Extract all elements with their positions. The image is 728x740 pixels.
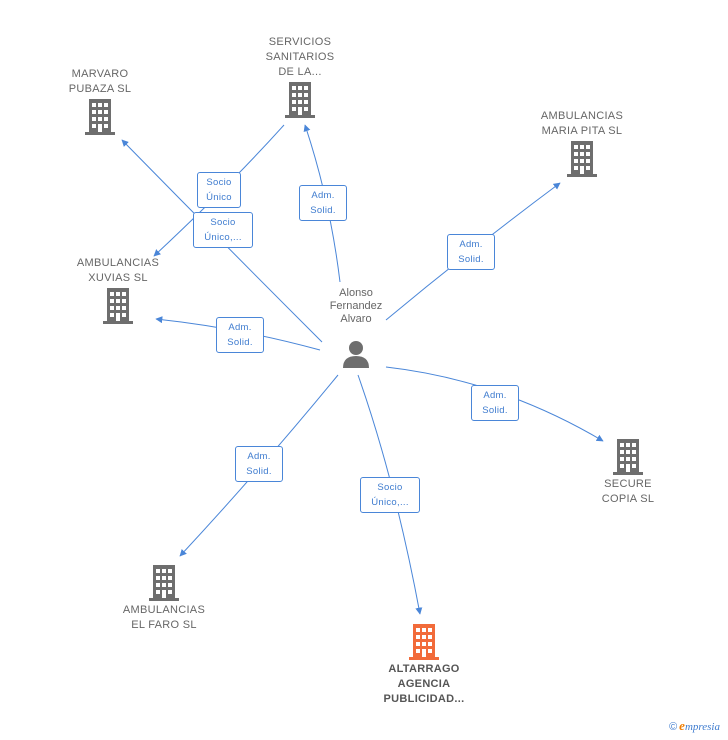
relation-label-line2: Solid. [310, 205, 336, 216]
company-name-line2: EL FARO SL [131, 619, 197, 631]
company-name-line1: SERVICIOS [268, 36, 332, 48]
company-name-line2: SANITARIOS [265, 51, 335, 63]
company-name-line1: MARVARO [71, 68, 129, 80]
company-name-line1: AMBULANCIAS [540, 110, 624, 122]
relation-label-line1: Adm. [311, 190, 335, 201]
relation-label-line1: Adm. [228, 322, 252, 333]
relation-badge-socio-unico-altarrago[interactable]: Socio Único,... [360, 477, 420, 513]
relation-label-line2: Solid. [482, 405, 508, 416]
company-name-line3: DE LA... [278, 66, 322, 78]
person-node[interactable]: Alonso Fernandez Alvaro [316, 287, 396, 370]
relation-label-line2: Único,... [371, 497, 409, 508]
brand-footer[interactable]: ©empresia [669, 718, 720, 734]
building-icon [567, 141, 597, 177]
company-name-line2: AGENCIA [397, 678, 451, 690]
person-name-line3: Alvaro [340, 313, 372, 325]
company-altarrago-focus[interactable]: ALTARRAGO AGENCIA PUBLICIDAD... [364, 622, 484, 707]
building-icon [103, 288, 133, 324]
person-icon [343, 341, 369, 368]
building-icon [285, 82, 315, 118]
company-name-line2: COPIA SL [601, 493, 655, 505]
relation-label-line1: Adm. [483, 390, 507, 401]
building-icon [85, 99, 115, 135]
person-name-line1: Alonso [339, 287, 373, 299]
company-ambulancias-el-faro[interactable]: AMBULANCIAS EL FARO SL [106, 563, 222, 633]
company-name-line1: AMBULANCIAS [122, 604, 206, 616]
company-name-line1: ALTARRAGO [388, 663, 460, 675]
company-ambulancias-xuvias[interactable]: AMBULANCIAS XUVIAS SL [60, 256, 176, 326]
company-name-line2: XUVIAS SL [88, 272, 148, 284]
relation-label-line2: Único [206, 192, 232, 203]
relation-label-line1: Socio [206, 177, 232, 188]
copyright-symbol: © [669, 721, 678, 733]
company-name-line2: PUBAZA SL [68, 83, 132, 95]
relation-label-line1: Adm. [459, 239, 483, 250]
person-name-line2: Fernandez [329, 300, 383, 312]
company-name-line3: PUBLICIDAD... [383, 693, 465, 705]
relation-label-line2: Solid. [227, 337, 253, 348]
company-secure-copia[interactable]: SECURE COPIA SL [588, 437, 668, 507]
relation-badge-adm-solid-el-faro[interactable]: Adm. Solid. [235, 446, 283, 482]
company-servicios-sanitarios[interactable]: SERVICIOS SANITARIOS DE LA... [250, 35, 350, 120]
relation-badge-adm-solid-maria-pita[interactable]: Adm. Solid. [447, 234, 495, 270]
relation-badge-adm-solid-xuvias[interactable]: Adm. Solid. [216, 317, 264, 353]
company-ambulancias-maria-pita[interactable]: AMBULANCIAS MARIA PITA SL [522, 109, 642, 179]
brand-logo-initial: e [679, 718, 685, 733]
brand-logo-text: mpresia [684, 721, 720, 733]
relation-badge-adm-solid-servicios[interactable]: Adm. Solid. [299, 185, 347, 221]
relation-badge-socio-unico-multi[interactable]: Socio Único,... [193, 212, 253, 248]
building-icon [149, 565, 179, 601]
relation-label-line1: Adm. [247, 451, 271, 462]
relation-label-line2: Solid. [246, 466, 272, 477]
company-name-line1: SECURE [604, 478, 652, 490]
relation-label-line1: Socio [377, 482, 403, 493]
relation-badge-adm-solid-secure[interactable]: Adm. Solid. [471, 385, 519, 421]
relation-badge-socio-unico[interactable]: Socio Único [197, 172, 241, 208]
company-name-line2: MARIA PITA SL [541, 125, 623, 137]
company-name-line1: AMBULANCIAS [76, 257, 160, 269]
building-icon [409, 624, 439, 660]
relation-label-line1: Socio [210, 217, 236, 228]
relation-label-line2: Único,... [204, 232, 242, 243]
company-marvaro[interactable]: MARVARO PUBAZA SL [50, 67, 150, 137]
building-icon [613, 439, 643, 475]
relation-label-line2: Solid. [458, 254, 484, 265]
